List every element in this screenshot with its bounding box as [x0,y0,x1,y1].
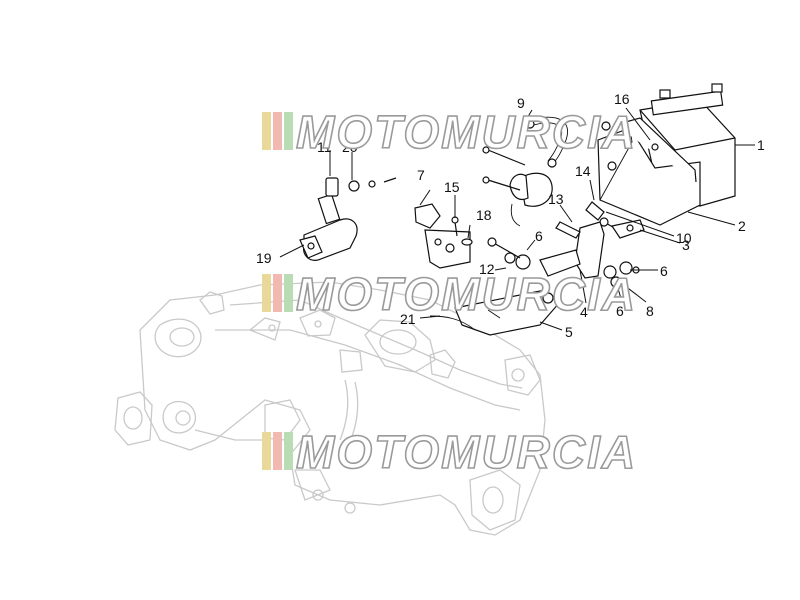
bracket-4 [539,221,605,279]
callout-5: 5 [565,324,573,340]
callout-7: 7 [417,167,425,183]
callout-2: 2 [738,218,746,234]
callout-12: 12 [479,261,495,277]
callout-6-upper: 6 [535,228,543,244]
callout-19: 19 [256,250,272,266]
cable-9 [525,116,568,168]
watermark-stripe-3 [284,274,293,312]
nut-20 [348,177,397,192]
watermark-stripe-3 [284,112,293,150]
callout-14: 14 [575,163,591,179]
washer-18 [461,238,473,246]
wire-21 [429,315,476,331]
watermark-middle: MOTOMURCIA [262,267,637,321]
watermark-stripe-2 [273,112,282,150]
callout-6-right: 6 [660,263,668,279]
screw-16 [601,121,659,151]
callout-3: 3 [682,237,690,253]
callout-15: 15 [444,179,460,195]
spacer-11 [325,177,339,197]
bolts-9 [482,146,526,191]
callout-10: 10 [676,230,692,246]
leader-lines [279,107,755,331]
tray-5 [454,289,561,336]
watermark-stripe-1 [262,112,271,150]
pin-14 [585,201,605,221]
screw-10 [599,217,645,239]
watermark-stripe-1 [262,432,271,470]
watermark-text: MOTOMURCIA [296,268,637,320]
callout-13: 13 [548,191,564,207]
callout-11: 11 [317,139,332,155]
callout-labels: 1 2 3 4 5 6 6 6 7 8 9 10 11 12 13 14 15 … [256,91,765,340]
callout-16: 16 [614,91,630,107]
watermark-stripe-1 [262,274,271,312]
watermark-stripe-3 [284,432,293,470]
coil-19 [299,193,358,261]
watermark-stripe-2 [273,274,282,312]
bracket-7 [414,203,471,269]
callout-1: 1 [757,137,765,153]
watermark-top: MOTOMURCIA [262,105,637,159]
callout-4: 4 [580,304,588,320]
callout-8: 8 [646,303,654,319]
watermark-stripe-2 [273,432,282,470]
watermark-text: MOTOMURCIA [296,106,637,158]
bolt-12 [487,237,521,259]
callout-20: 20 [342,139,358,155]
relay-13 [509,172,581,239]
watermark-text: MOTOMURCIA [296,426,637,478]
callout-21: 21 [400,311,416,327]
frame-outline [114,281,546,536]
nuts-6-8 [504,252,640,288]
watermark-bottom: MOTOMURCIA [262,425,637,479]
callout-18: 18 [476,207,492,223]
callout-6-lower: 6 [616,303,624,319]
callout-9: 9 [517,95,525,111]
